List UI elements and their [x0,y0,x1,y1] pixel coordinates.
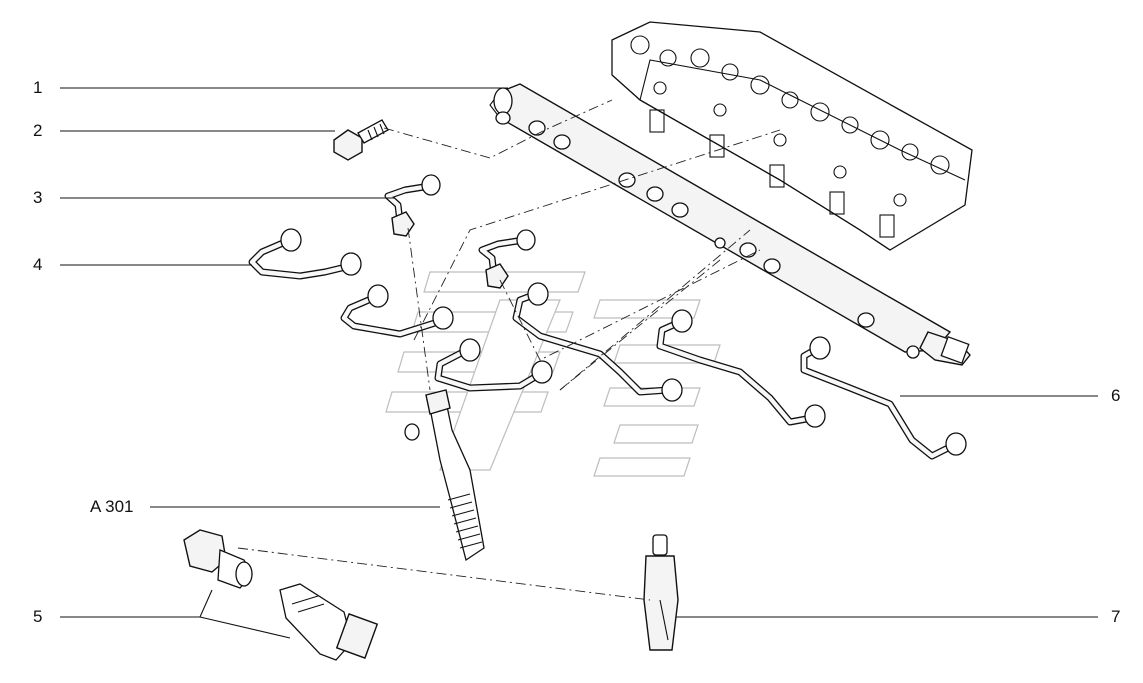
assembly-lines [237,99,781,601]
callout-a301: A 301 [90,497,134,516]
callout-6: 6 [1111,386,1121,405]
cylinder-head [611,21,973,251]
injector [404,389,485,562]
sealant-tube [643,534,679,651]
leader-lines [60,87,1098,639]
bolt [333,119,389,161]
callout-2: 2 [33,121,43,140]
callout-4: 4 [33,255,43,274]
callout-3: 3 [33,188,43,207]
injector-pipes [248,228,967,460]
fuel-rail [489,83,971,366]
callout-1: 1 [33,78,43,97]
temperature-sensors [183,529,379,661]
callout-7: 7 [1111,607,1121,626]
callout-5: 5 [33,607,43,626]
return-fitting [384,174,536,289]
